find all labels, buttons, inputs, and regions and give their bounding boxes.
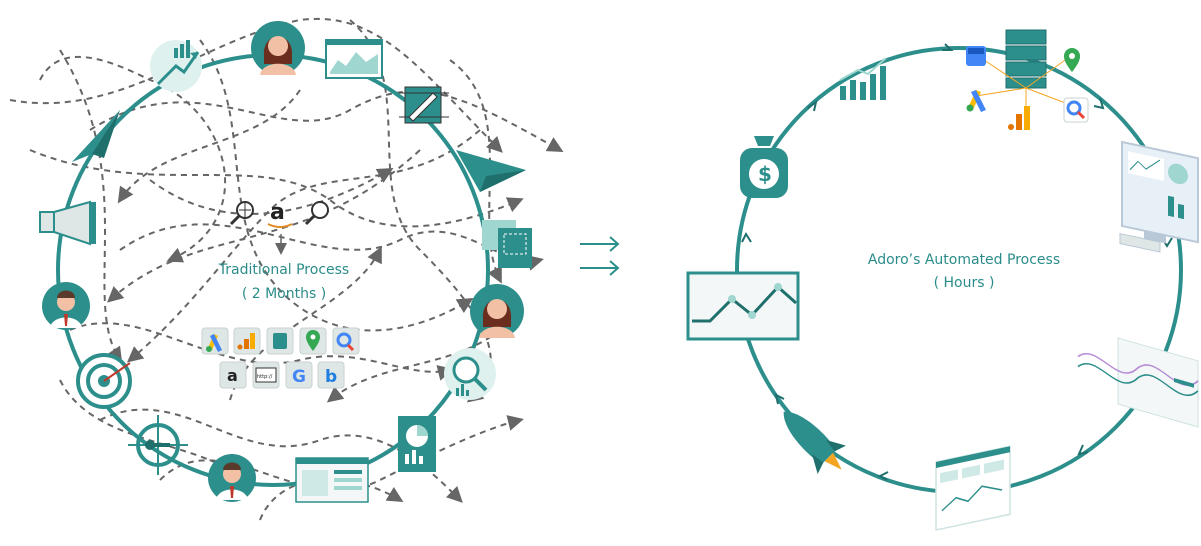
google-lens-icon <box>336 332 355 352</box>
gmb-icon <box>966 46 986 66</box>
man-avatar-icon <box>42 282 90 330</box>
magnifier-analysis-icon <box>444 348 496 400</box>
woman-avatar-icon <box>470 284 524 338</box>
amazon-icon: a <box>270 200 285 225</box>
dashboard-icon <box>295 457 369 503</box>
ring-direction-arrows <box>741 43 1173 481</box>
target-icon <box>76 353 132 409</box>
document-icon <box>482 220 532 268</box>
automated-process-title: Adoro’s Automated Process <box>867 252 1061 268</box>
rocket-icon <box>783 411 846 474</box>
design-pen-icon <box>399 86 449 124</box>
line-chart-icon <box>686 271 800 341</box>
server-icon <box>975 29 1069 108</box>
monitor-icon <box>1119 140 1199 253</box>
tool-icons-grid: a http:// G b <box>201 327 360 389</box>
paper-plane-icon <box>72 110 120 162</box>
google-icon: G <box>292 367 306 387</box>
google-maps-icon <box>1064 48 1080 72</box>
gmb-icon <box>273 333 287 349</box>
google-maps-icon <box>306 330 320 351</box>
amazon-tile-icon: a <box>227 366 238 385</box>
bing-icon: b <box>325 367 337 387</box>
paper-plane-icon <box>456 150 526 192</box>
arrows-icon <box>580 236 620 276</box>
google-analytics-icon <box>1008 106 1030 130</box>
seo-search-icon <box>304 201 329 226</box>
chart-growth-icon <box>150 40 202 92</box>
traditional-process-title: Traditional Process <box>218 262 350 278</box>
svg-text:$: $ <box>758 162 772 186</box>
google-lens-icon <box>1063 97 1089 123</box>
key-crosshair-icon <box>128 415 188 475</box>
pie-report-icon <box>398 416 436 472</box>
google-analytics-icon <box>237 333 255 350</box>
chart-growth-icon <box>839 57 887 100</box>
woman-avatar-icon <box>251 21 305 75</box>
traditional-process-duration: ( 2 Months ) <box>241 286 327 302</box>
globe-search-icon <box>229 201 254 226</box>
money-bag-icon: $ <box>740 136 788 198</box>
tangled-dashed-paths <box>9 17 564 521</box>
automated-process-duration: ( Hours ) <box>933 275 995 291</box>
url-icon: http:// <box>257 374 273 380</box>
man-avatar-icon <box>208 454 256 502</box>
search-icons-row: a <box>229 200 329 255</box>
graph-panel-icon <box>1077 337 1199 428</box>
area-chart-window-icon <box>325 39 383 79</box>
dashboard-icon <box>935 445 1011 531</box>
megaphone-icon <box>39 200 96 246</box>
google-ads-icon <box>966 90 986 112</box>
google-ads-icon <box>206 334 222 352</box>
